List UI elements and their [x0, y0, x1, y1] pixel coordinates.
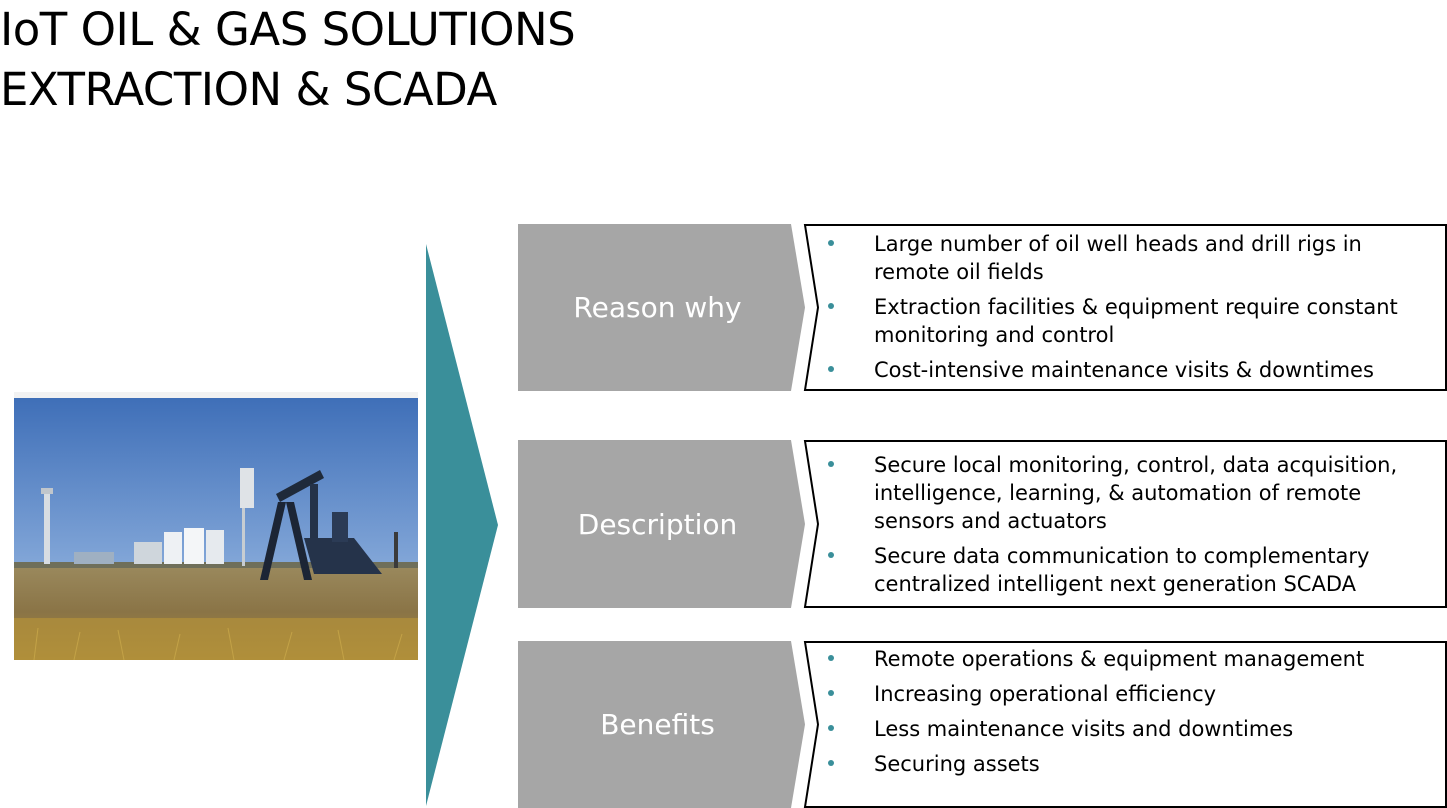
bullet-dot-icon — [828, 366, 834, 372]
list-item: Cost-intensive maintenance visits & down… — [803, 356, 1447, 384]
detail-frame — [803, 641, 1447, 808]
bullet-dot-icon — [828, 240, 834, 246]
label-chevron-shape — [518, 224, 805, 391]
list-item: Secure local monitoring, control, data a… — [803, 451, 1447, 535]
detail-frame — [803, 440, 1447, 608]
bullet-dot-icon — [828, 760, 834, 766]
slide-title: IoT OIL & GAS SOLUTIONS EXTRACTION & SCA… — [0, 0, 576, 120]
list-item: Increasing operational efficiency — [803, 680, 1368, 708]
list-item: Remote operations & equipment management — [803, 645, 1368, 673]
bullet-dot-icon — [828, 655, 834, 661]
bullet-dot-icon — [828, 303, 834, 309]
label-benefits: Benefits — [518, 641, 805, 808]
title-line-1: IoT OIL & GAS SOLUTIONS — [0, 3, 576, 56]
oil-pump-jack-photo — [14, 392, 418, 660]
details-benefits: Remote operations & equipment management… — [803, 641, 1447, 808]
detail-list: Remote operations & equipment management… — [803, 645, 1368, 785]
list-item: Less maintenance visits and downtimes — [803, 715, 1368, 743]
label-description: Description — [518, 440, 805, 608]
bullet-dot-icon — [828, 552, 834, 558]
teal-arrow-shape — [426, 244, 498, 806]
section-label: Reason why — [573, 291, 742, 324]
list-item: Large number of oil well heads and drill… — [803, 230, 1447, 286]
label-reason-why: Reason why — [518, 224, 805, 391]
bullet-dot-icon — [828, 690, 834, 696]
label-chevron-shape — [518, 440, 805, 608]
bullet-dot-icon — [828, 461, 834, 467]
list-item: Secure data communication to complementa… — [803, 542, 1447, 598]
details-reason-why: Large number of oil well heads and drill… — [803, 224, 1447, 391]
title-line-2: EXTRACTION & SCADA — [0, 63, 497, 116]
detail-frame — [803, 224, 1447, 391]
section-label: Benefits — [600, 708, 715, 741]
detail-list: Secure local monitoring, control, data a… — [803, 451, 1447, 605]
list-item: Extraction facilities & equipment requir… — [803, 293, 1447, 349]
label-chevron-shape — [518, 641, 805, 808]
bullet-dot-icon — [828, 725, 834, 731]
section-label: Description — [577, 507, 738, 541]
oil-field-illustration — [14, 398, 418, 660]
details-description: Secure local monitoring, control, data a… — [803, 440, 1447, 608]
list-item: Securing assets — [803, 750, 1368, 778]
detail-list: Large number of oil well heads and drill… — [803, 230, 1447, 391]
